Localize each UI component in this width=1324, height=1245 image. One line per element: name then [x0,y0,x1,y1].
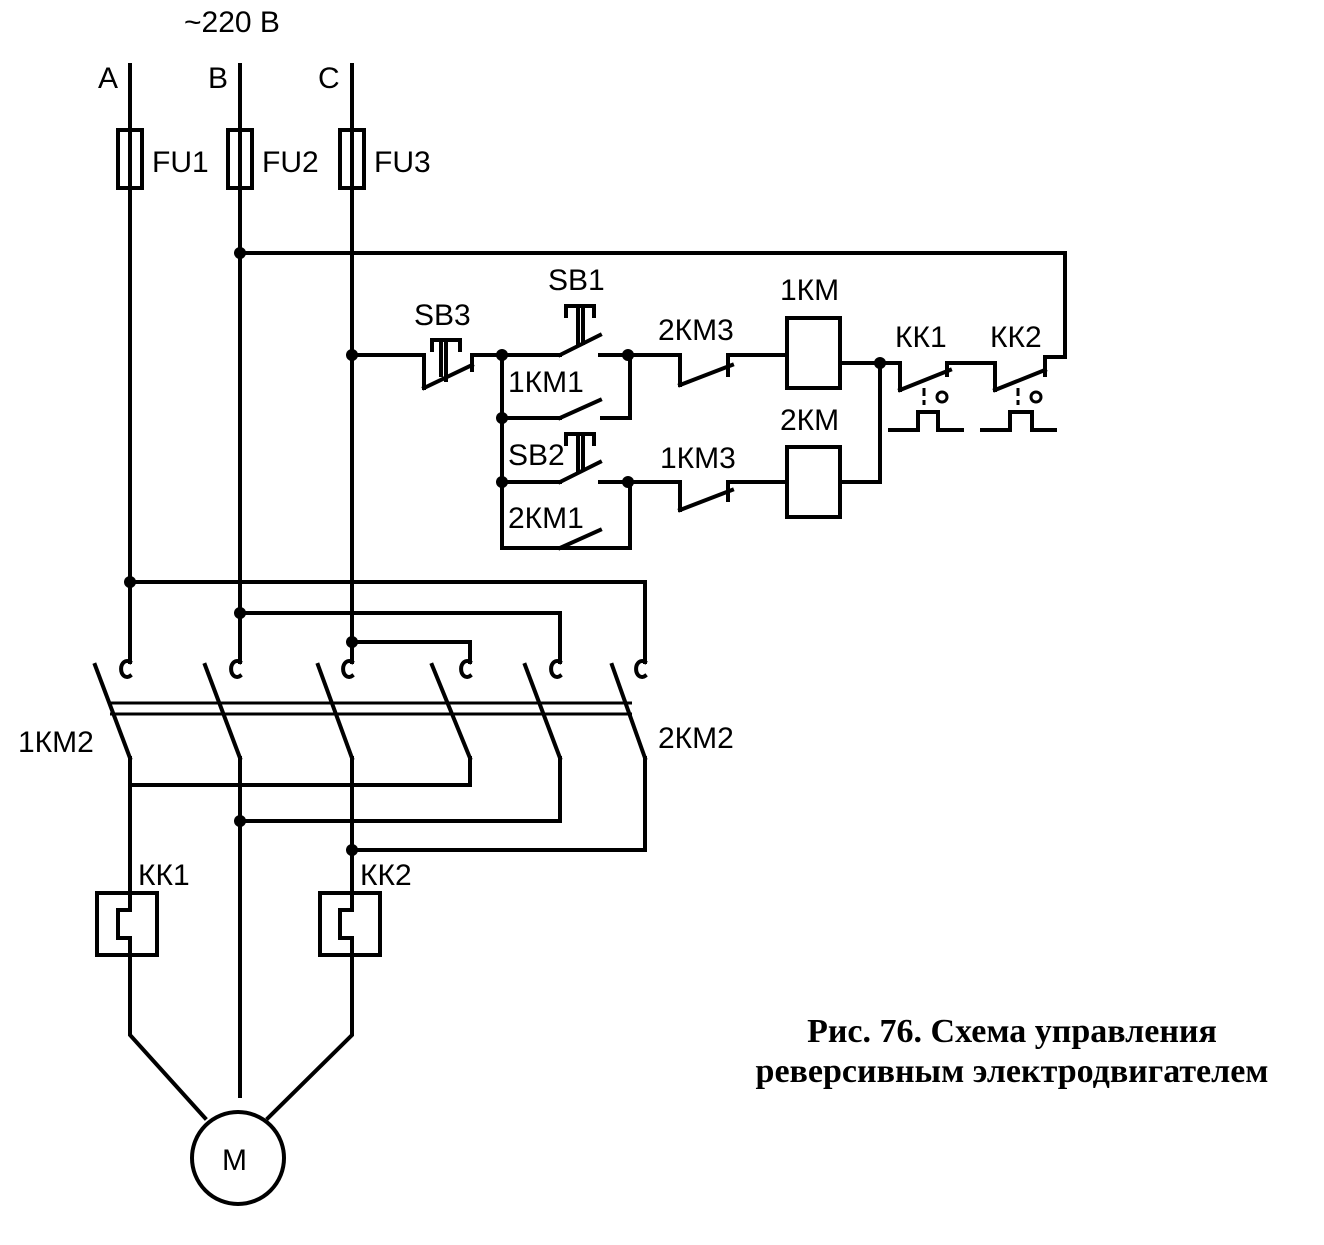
reverse-button-sb2: SB2 [500,432,632,485]
thermal-contact-kk2-label: КК2 [990,321,1042,354]
phase-a-label: A [98,62,118,95]
forward-button-sb1-label: SB1 [548,264,605,297]
reverse-button-sb2-label: SB2 [508,439,565,472]
thermal-contact-kk2: КК2 [980,321,1057,432]
interlock-contact-1km3-label: 1КМ3 [660,442,736,475]
thermal-contact-kk1: КК1 [888,321,997,432]
interlock-contact-2km3-label: 2КМ3 [658,314,734,347]
coil-2km-label: 2КМ [780,404,839,437]
figure-caption: Рис. 76. Схема управления реверсивным эл… [756,1013,1269,1090]
hold-contact-1km1-label: 1КМ1 [508,366,584,399]
coil-1km: 1КМ [780,274,842,390]
motor-label: М [222,1144,247,1177]
phase-b-label: B [208,62,228,95]
interlock-contact-2km3: 2КМ3 [628,314,789,388]
fuse-fu3: FU3 [338,128,431,190]
fuse-fu1: FU1 [116,128,209,190]
thermal-heater-kk1-label: КК1 [138,859,190,892]
fuse-fu2: FU2 [226,128,319,190]
stop-button-sb3-label: SB3 [414,299,471,332]
main-contact-2km2-label: 2КМ2 [658,722,734,755]
control-circuit: SB3 SB1 1КМ1 [234,247,1067,551]
supply-voltage-label: ~220 В [184,6,280,39]
forward-button-sb1: SB1 [500,264,632,358]
hold-contact-1km1: 1КМ1 [500,353,632,421]
hold-contact-2km1-label: 2КМ1 [508,502,584,535]
thermal-heater-kk2: КК2 [318,859,412,957]
caption-line-2: реверсивным электродвигателем [756,1053,1269,1090]
power-circuit: 1КМ2 2КМ2 КК1 КК2 М [18,576,734,1206]
caption-line-1: Рис. 76. Схема управления [807,1013,1217,1050]
main-contact-1km2-label: 1КМ2 [18,726,94,759]
coil-2km: 2КМ [780,404,842,519]
coil-1km-label: 1КМ [780,274,839,307]
hold-contact-2km1: 2КМ1 [508,480,632,551]
fuse-fu3-label: FU3 [374,146,431,179]
phase-c-label: C [318,62,340,95]
fuse-fu2-label: FU2 [262,146,319,179]
thermal-contact-kk1-label: КК1 [895,321,947,354]
fuse-fu1-label: FU1 [152,146,209,179]
thermal-heater-kk2-label: КК2 [360,859,412,892]
interlock-contact-1km3: 1КМ3 [628,442,789,513]
stop-button-sb3: SB3 [414,299,502,391]
thermal-heater-kk1: КК1 [95,859,190,957]
motor: М [190,1110,286,1206]
